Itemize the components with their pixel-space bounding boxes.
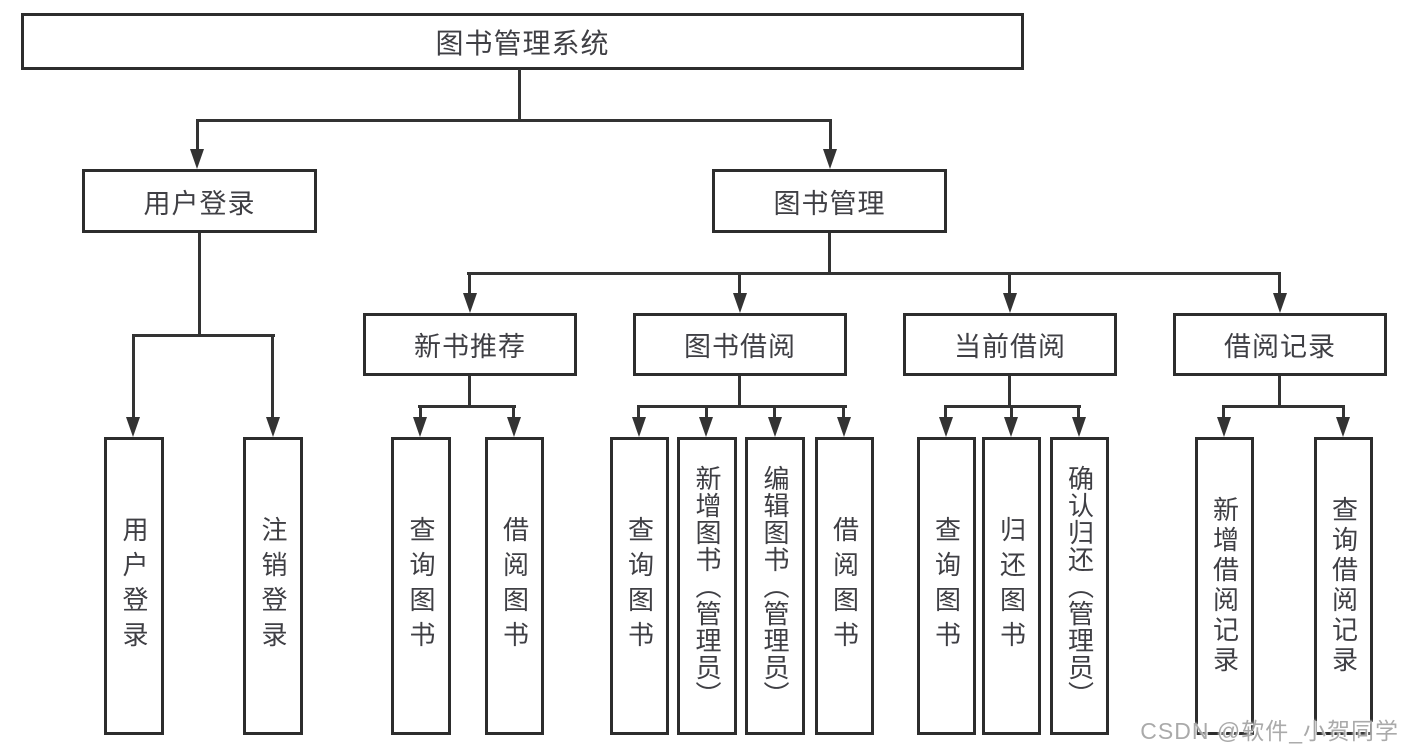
leaf-label: 借阅图书 [499,516,530,656]
arrow-down-icon [1003,293,1017,313]
arrow-down-icon [939,417,953,437]
connector-vline [419,405,422,419]
leaf-label: 用户登录 [119,516,149,656]
arrow-down-icon [1336,417,1350,437]
leaf-label: 确认归还（管理员） [1064,464,1095,708]
leaf-label: 新增图书（管理员） [692,464,722,708]
connector-vline [468,376,471,408]
node-leaf-borrow-books-1: 借阅图书 [485,437,544,735]
connector-vline [773,405,776,419]
connector-vline [705,405,708,419]
node-root-library-system: 图书管理系统 [21,13,1024,70]
node-leaf-query-borrow-record: 查询借阅记录 [1314,437,1373,735]
arrow-down-icon [413,417,427,437]
node-leaf-query-books-1: 查询图书 [391,437,451,735]
node-leaf-logout: 注销登录 [243,437,303,735]
arrow-down-icon [1004,417,1018,437]
arrow-down-icon [507,417,521,437]
leaf-label: 注销登录 [258,516,288,656]
connector-vline [1278,376,1281,408]
connector-vline [738,376,741,408]
node-book-management: 图书管理 [712,169,947,233]
connector-vline [196,119,199,152]
leaf-label: 查询图书 [624,516,655,656]
arrow-down-icon [1072,417,1086,437]
connector-vline [1008,376,1011,408]
leaf-label: 新增借阅记录 [1209,496,1240,676]
node-current-borrowing: 当前借阅 [903,313,1117,376]
arrow-down-icon [1273,293,1287,313]
arrow-down-icon [823,149,837,169]
node-leaf-edit-books-admin: 编辑图书（管理员） [745,437,805,735]
leaf-label: 查询图书 [931,516,962,656]
arrow-down-icon [837,417,851,437]
connector-vline [518,69,521,122]
node-leaf-borrow-books-2: 借阅图书 [815,437,874,735]
node-leaf-confirm-return-admin: 确认归还（管理员） [1050,437,1109,735]
connector-vline [1222,405,1225,419]
connector-hline [637,405,847,408]
connector-vline [132,334,135,419]
node-book-borrowing: 图书借阅 [633,313,847,376]
connector-vline [1278,272,1281,295]
connector-hline [1222,405,1345,408]
connector-vline [1010,405,1013,419]
connector-hline [467,272,1281,275]
connector-vline [944,405,947,419]
connector-vline [829,119,832,152]
arrow-down-icon [632,417,646,437]
arrow-down-icon [190,149,204,169]
connector-hline [132,334,275,337]
node-user-login: 用户登录 [82,169,317,233]
node-leaf-add-books-admin: 新增图书（管理员） [677,437,737,735]
arrow-down-icon [1217,417,1231,437]
leaf-label: 借阅图书 [829,516,860,656]
node-leaf-add-borrow-record: 新增借阅记录 [1195,437,1254,735]
connector-vline [1008,272,1011,295]
node-leaf-user-login: 用户登录 [104,437,164,735]
arrow-down-icon [463,293,477,313]
connector-vline [1077,405,1080,419]
arrow-down-icon [733,293,747,313]
arrow-down-icon [266,417,280,437]
connector-vline [271,334,274,419]
leaf-label: 编辑图书（管理员） [760,464,790,708]
arrow-down-icon [768,417,782,437]
csdn-watermark: CSDN @软件_小贺同学 [1140,718,1399,744]
leaf-label: 查询图书 [406,516,436,656]
node-leaf-query-books-3: 查询图书 [917,437,976,735]
connector-vline [842,405,845,419]
connector-vline [637,405,640,419]
connector-vline [1342,405,1345,419]
node-borrowing-records: 借阅记录 [1173,313,1387,376]
arrow-down-icon [699,417,713,437]
connector-hline [418,405,516,408]
connector-vline [198,233,201,337]
node-leaf-return-books: 归还图书 [982,437,1041,735]
leaf-label: 查询借阅记录 [1328,496,1359,676]
node-new-book-recommend: 新书推荐 [363,313,577,376]
connector-vline [828,233,831,275]
connector-vline [512,405,515,419]
leaf-label: 归还图书 [996,516,1027,656]
connector-hline [196,119,832,122]
connector-vline [738,272,741,295]
node-leaf-query-books-2: 查询图书 [610,437,669,735]
connector-vline [468,272,471,295]
arrow-down-icon [126,417,140,437]
